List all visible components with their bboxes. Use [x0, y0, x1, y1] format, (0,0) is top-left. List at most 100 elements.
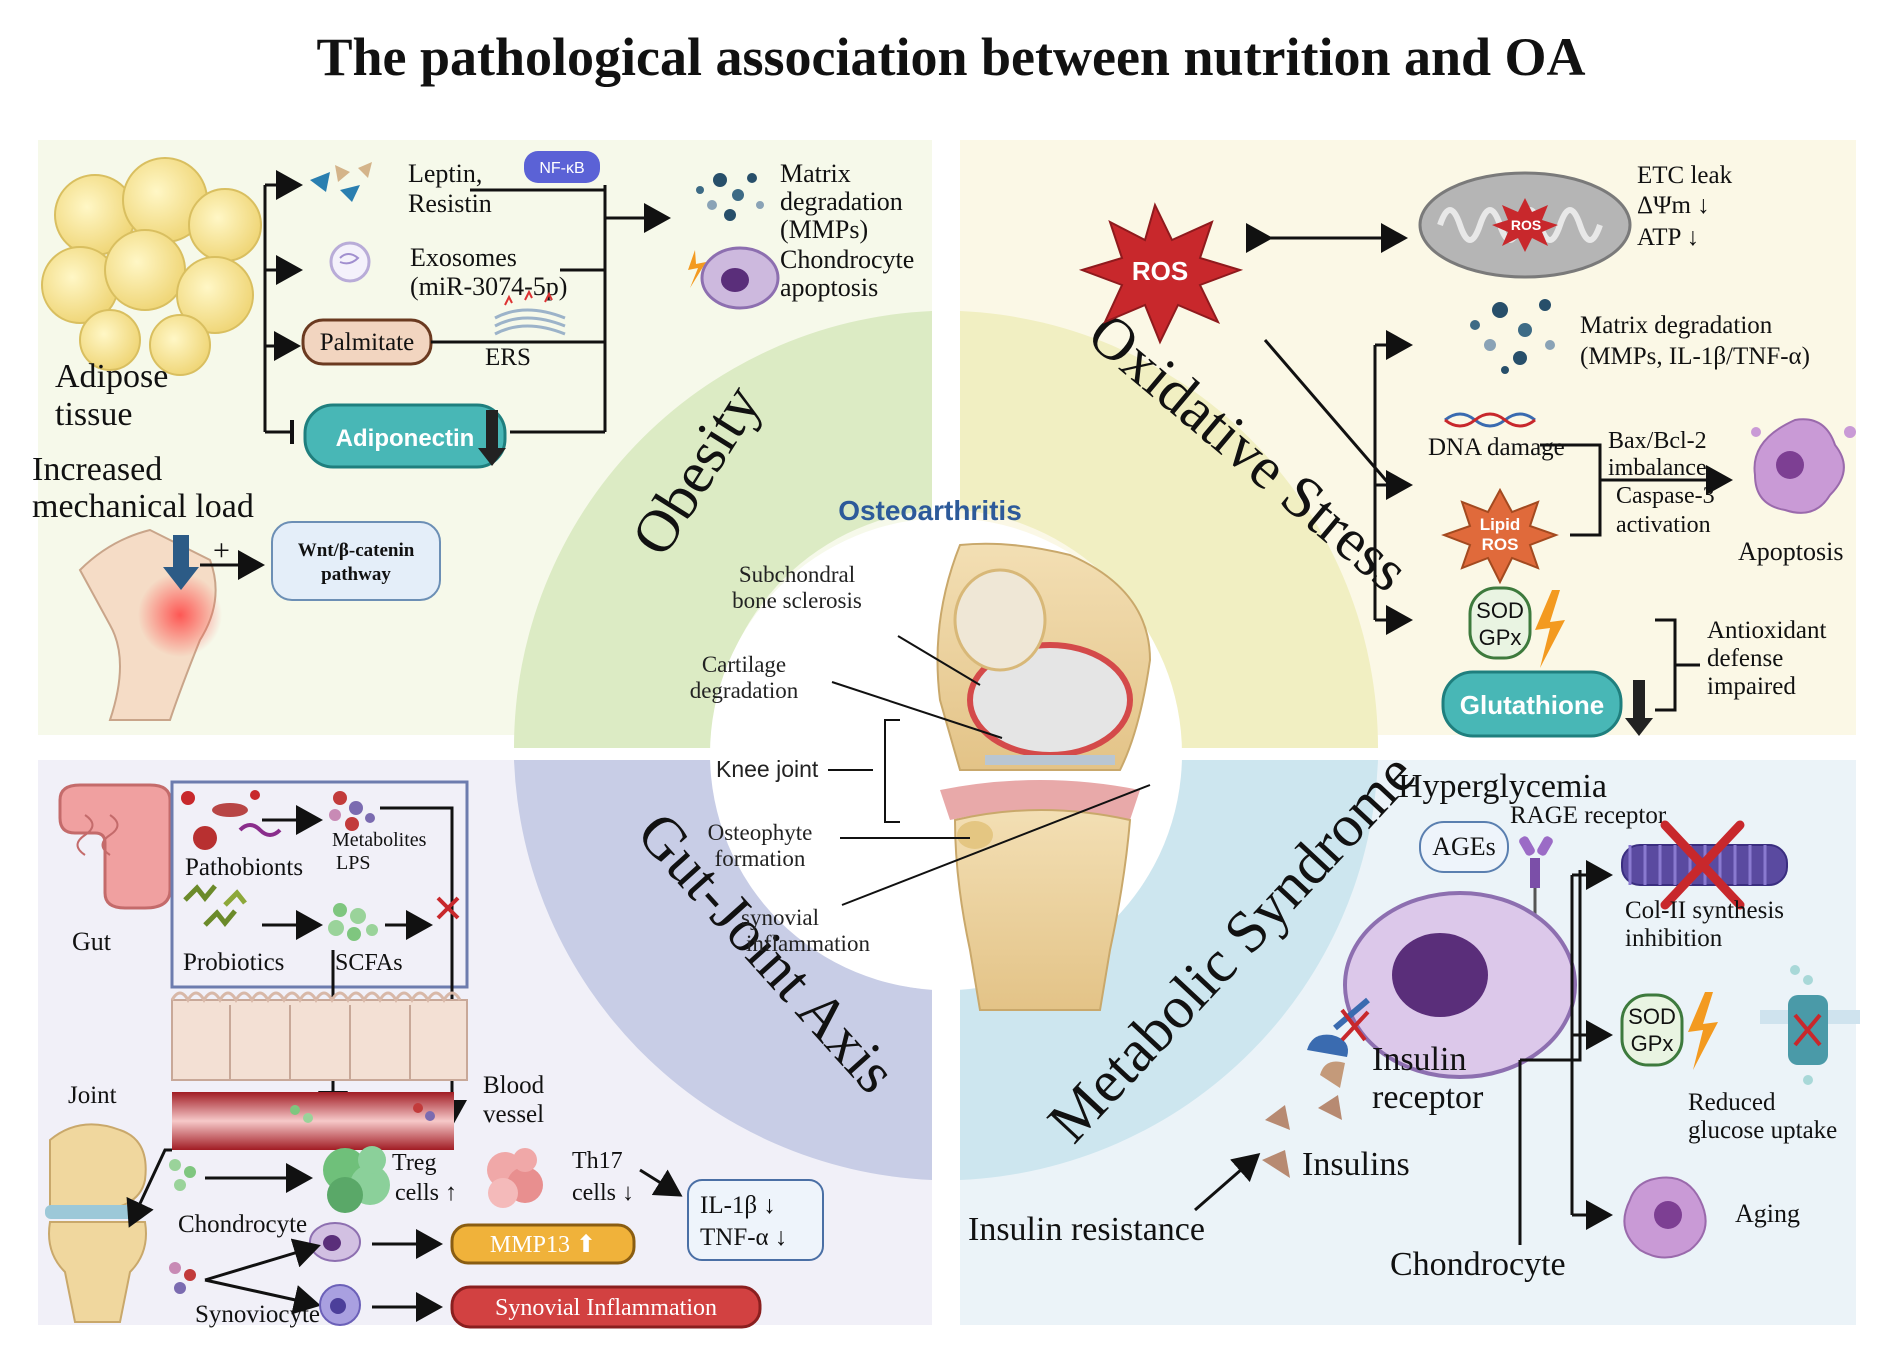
- ring-obesity: [513, 311, 932, 748]
- joint-label: Joint: [68, 1082, 117, 1109]
- probiotics-label: Probiotics: [183, 949, 284, 976]
- scfas-icon: [328, 903, 378, 941]
- blocked-x-icon: [436, 896, 460, 920]
- joint-icon: [45, 1123, 147, 1323]
- met-lightning-icon: [1688, 992, 1718, 1070]
- aging-cell-icon: [1623, 1176, 1707, 1259]
- met-sod-badge: [1620, 993, 1684, 1067]
- adiponectin-box: [303, 403, 507, 469]
- ers-label: ERS: [485, 344, 531, 371]
- glucose-transporter-icon: [1760, 965, 1860, 1085]
- mitochondrion-icon: [1418, 171, 1632, 279]
- palmitate-label: Palmitate: [320, 329, 414, 356]
- glutathione-box: [1441, 670, 1623, 738]
- collagen-blocked-x-icon: [1660, 820, 1745, 910]
- ring-oxidative: [960, 311, 1379, 748]
- metabolites-icon: [329, 791, 375, 831]
- pathobionts-label: Pathobionts: [185, 854, 303, 881]
- microbiome-box: [170, 780, 469, 989]
- synoviocyte-icon: [319, 1284, 361, 1326]
- nfkb-label: NF-κB: [539, 160, 584, 177]
- exosome-icon: [329, 241, 371, 283]
- ros-star-icon: [1078, 202, 1244, 345]
- wnt-box: [271, 521, 441, 601]
- matrix-fragments-icon: [696, 173, 764, 221]
- vessel-particles: [290, 1103, 435, 1123]
- leptin-label: Leptin,Resistin: [408, 159, 492, 218]
- er-icon: [494, 289, 566, 336]
- metabolic-chondrocyte-label: Chondrocyte: [1390, 1246, 1566, 1283]
- collagen-fiber-icon: [1621, 820, 1788, 910]
- label-knee-joint: Knee joint: [716, 756, 819, 782]
- gut-chondrocyte-icon: [309, 1222, 361, 1262]
- treg-cluster-icon: [169, 1159, 196, 1191]
- insulins-label: Insulins: [1302, 1146, 1410, 1183]
- treg-cells-icon: [323, 1146, 390, 1213]
- apoptotic-cell-icon: [1751, 418, 1856, 514]
- glutathione-down-icon: [1625, 680, 1653, 736]
- plus-sign: +: [213, 534, 230, 567]
- ox-sod-badge: [1468, 586, 1532, 660]
- gut-chondrocyte-label: Chondrocyte: [178, 1211, 307, 1238]
- mmp13-box: [450, 1223, 636, 1265]
- insulins-icon: [1262, 1095, 1342, 1178]
- leptin-icon: [310, 162, 372, 202]
- cytokine-box: [687, 1179, 824, 1261]
- ox-matrix-label: Matrix degradation(MMPs, IL-1β/TNF-α): [1580, 312, 1810, 370]
- mito-ros-label: ROS: [1511, 217, 1541, 233]
- ox-lightning-icon: [1535, 590, 1565, 668]
- insulin-resistance-label: Insulin resistance: [968, 1211, 1205, 1248]
- insulin-receptor-icon: [1307, 997, 1370, 1088]
- receptor-blocked-x-icon: [1340, 1008, 1370, 1042]
- adipose-cells: [41, 157, 262, 376]
- epithelium: [170, 991, 468, 1081]
- ring-gut: [514, 760, 932, 1180]
- blood-vessel: [172, 1092, 454, 1150]
- center-title: Osteoarthritis: [838, 495, 1022, 526]
- cytokine-label: IL-1β ↓TNF-α ↓: [700, 1192, 787, 1251]
- intestine-icon: [58, 783, 172, 910]
- scfas-label: SCFAs: [335, 950, 403, 976]
- ring-metabolic: [960, 760, 1378, 1180]
- chondrocyte-apoptosis-icon: [688, 246, 780, 310]
- dna-label: DNA damage: [1428, 434, 1565, 461]
- th17-cells-icon: [487, 1148, 543, 1208]
- synovial-inflammation-box: [450, 1285, 762, 1329]
- apoptosis-label: Apoptosis: [1738, 537, 1843, 566]
- synoviocyte-label: Synoviocyte: [195, 1301, 320, 1328]
- glutathione-label: Glutathione: [1460, 690, 1604, 720]
- nfkb-badge: [524, 151, 600, 183]
- dna-icon: [1444, 412, 1536, 428]
- mmp13-label: MMP13 ⬆: [490, 1232, 596, 1258]
- ros-label: ROS: [1132, 256, 1188, 286]
- ox-matrix-icon: [1470, 299, 1555, 374]
- metabolic-chondrocyte-icon: [1343, 891, 1577, 1079]
- pathobionts-icon: [181, 790, 282, 850]
- knee-illustration: [936, 542, 1152, 1011]
- synoviocyte-origin-icon: [169, 1262, 196, 1294]
- ages-label: AGEs: [1432, 832, 1496, 861]
- exosomes-label: Exosomes(miR-3074-5p): [410, 243, 567, 301]
- ages-box: [1419, 821, 1509, 873]
- down-arrow-icon: [478, 410, 506, 466]
- probiotics-icon: [183, 884, 247, 927]
- adiponectin-label: Adiponectin: [336, 425, 475, 452]
